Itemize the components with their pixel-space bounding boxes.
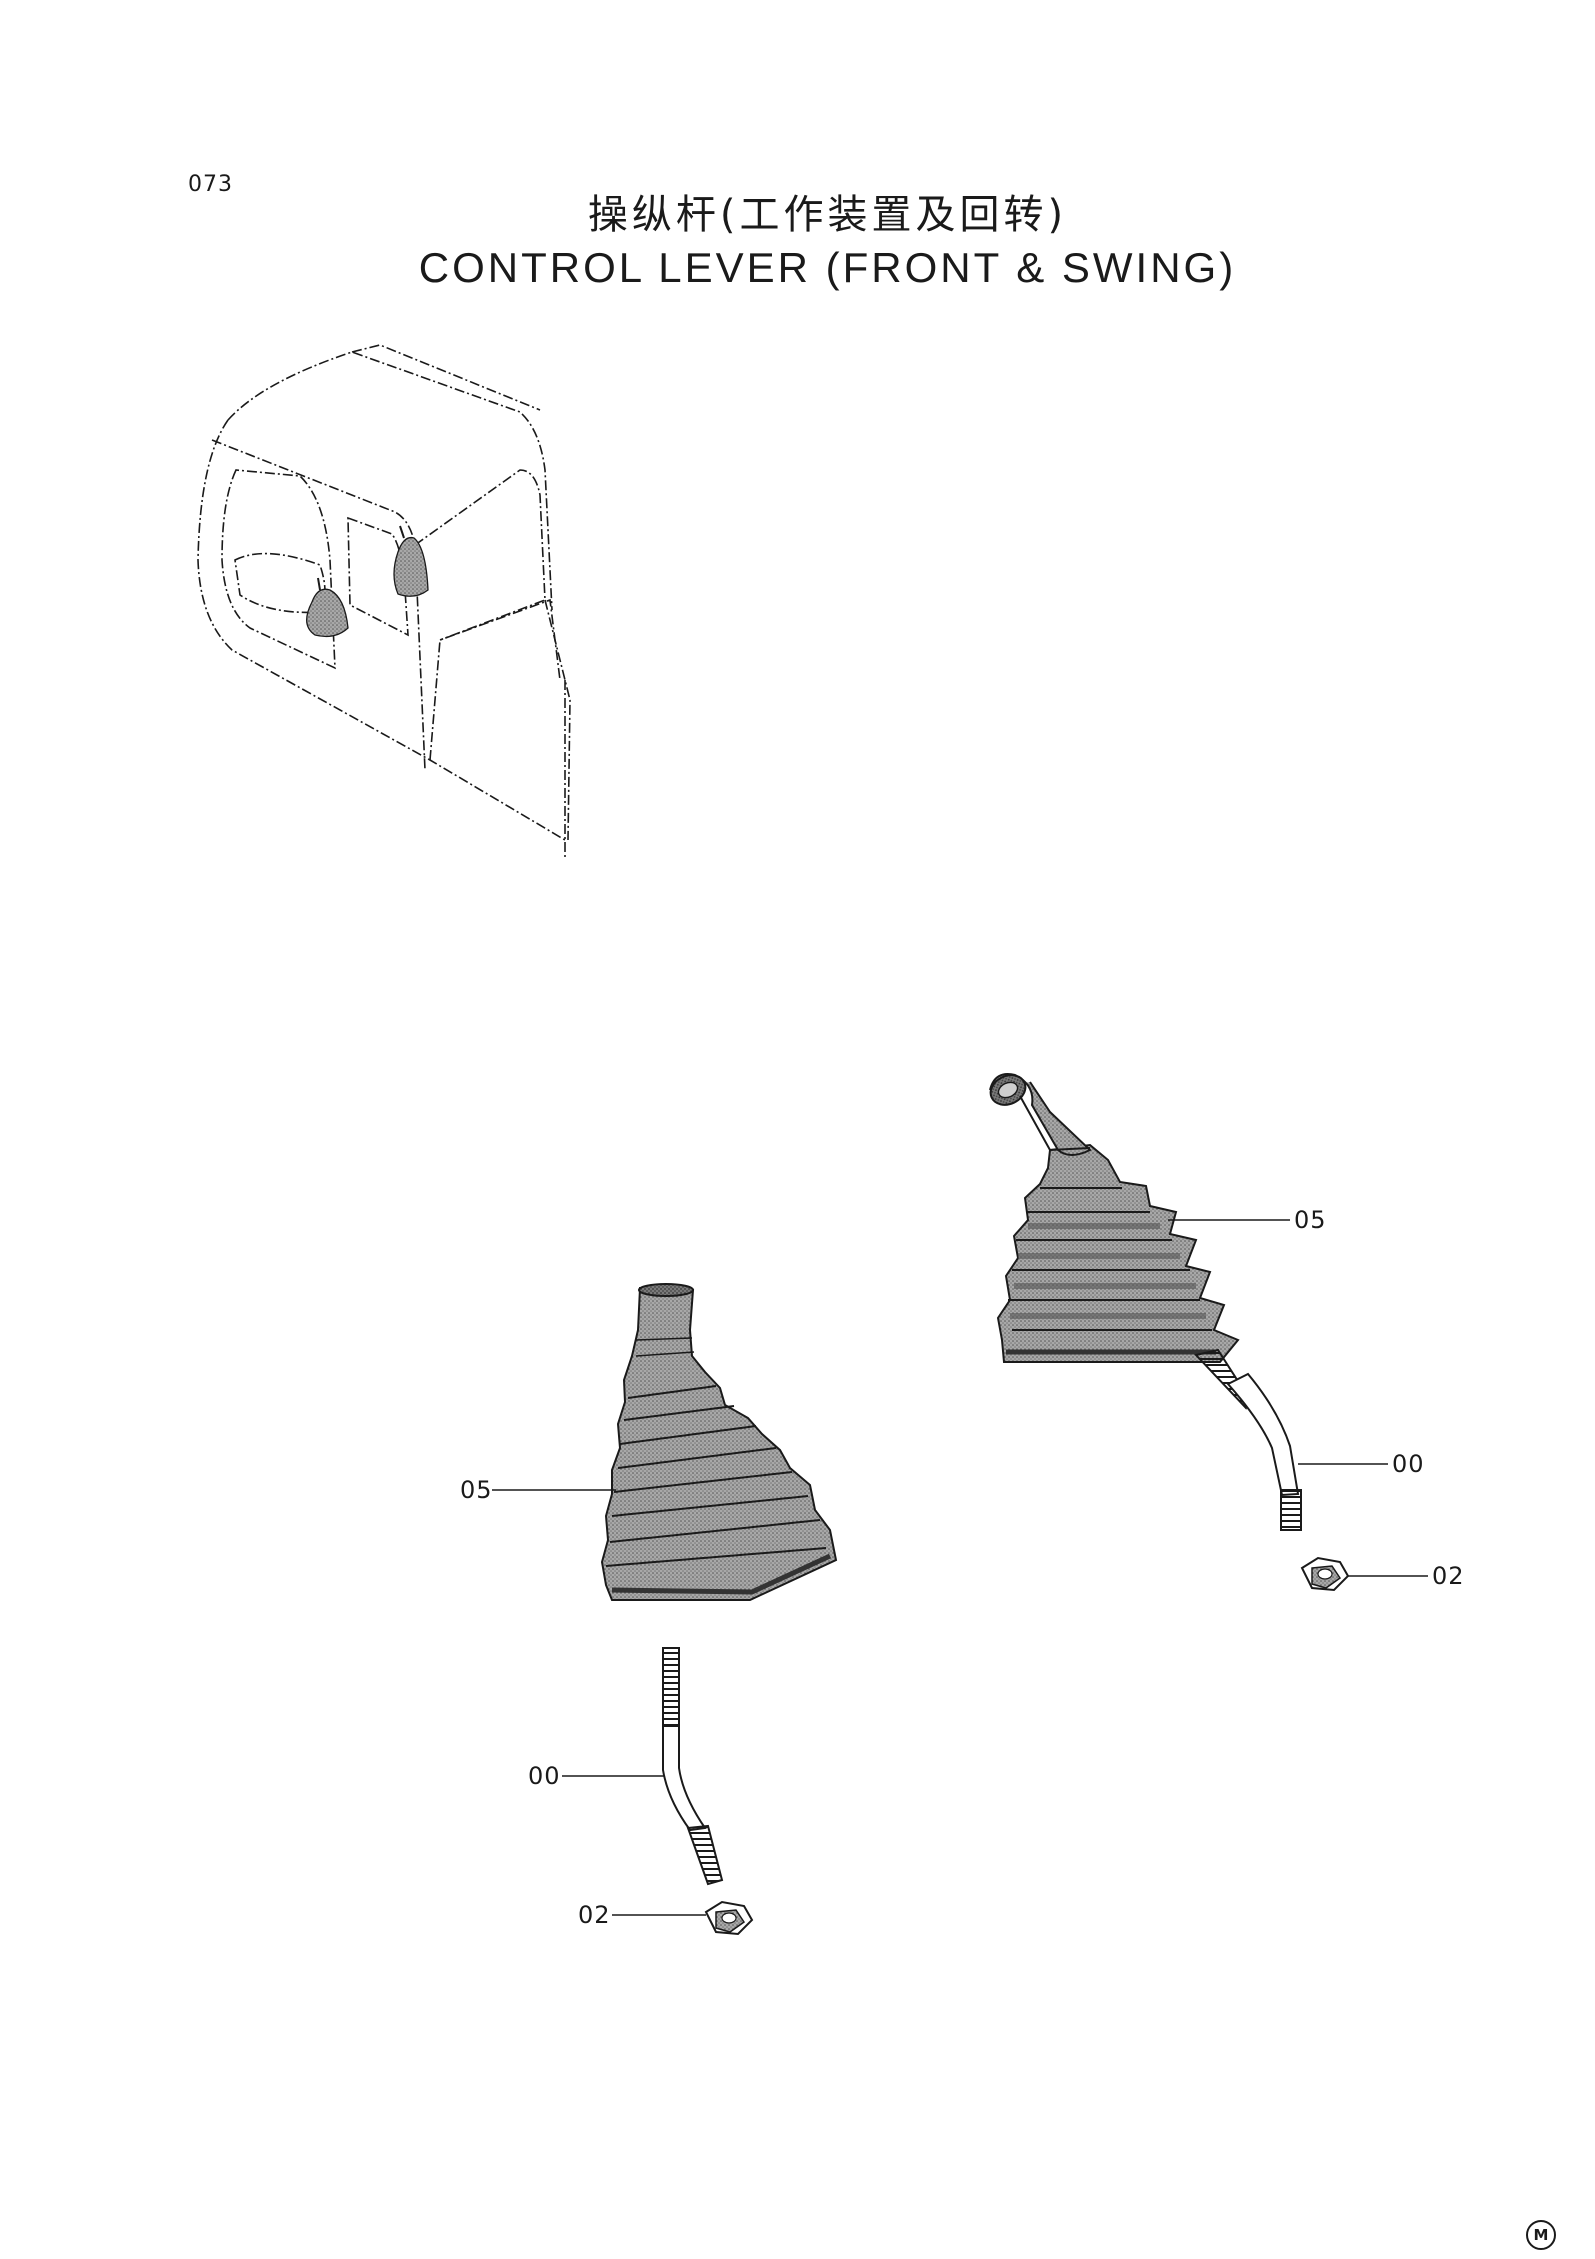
- left-lever-rod: [662, 1647, 724, 1886]
- title-chinese: 操纵杆(工作装置及回转): [587, 192, 1068, 238]
- left-rubber-boot: [600, 1283, 838, 1601]
- m-mark-icon: M: [1526, 2220, 1556, 2250]
- leader-lines: [492, 1219, 1428, 1916]
- cab-overview-drawing: [197, 344, 571, 860]
- right-rubber-boot: [989, 1073, 1240, 1363]
- title-english: CONTROL LEVER (FRONT & SWING): [418, 244, 1237, 291]
- callout-right-boot: 05: [1294, 1206, 1327, 1234]
- callout-left-boot: 05: [460, 1476, 493, 1504]
- right-nut: [1300, 1556, 1350, 1592]
- callout-left-nut: 02: [578, 1901, 611, 1929]
- left-nut: [704, 1900, 754, 1936]
- page-number: 073: [188, 172, 233, 197]
- cab-lever-highlight: [306, 525, 429, 638]
- callout-left-lever: 00: [528, 1762, 561, 1790]
- right-lever-rod: [1194, 1348, 1302, 1531]
- callout-right-nut: 02: [1432, 1562, 1465, 1590]
- callout-right-lever: 00: [1392, 1450, 1425, 1478]
